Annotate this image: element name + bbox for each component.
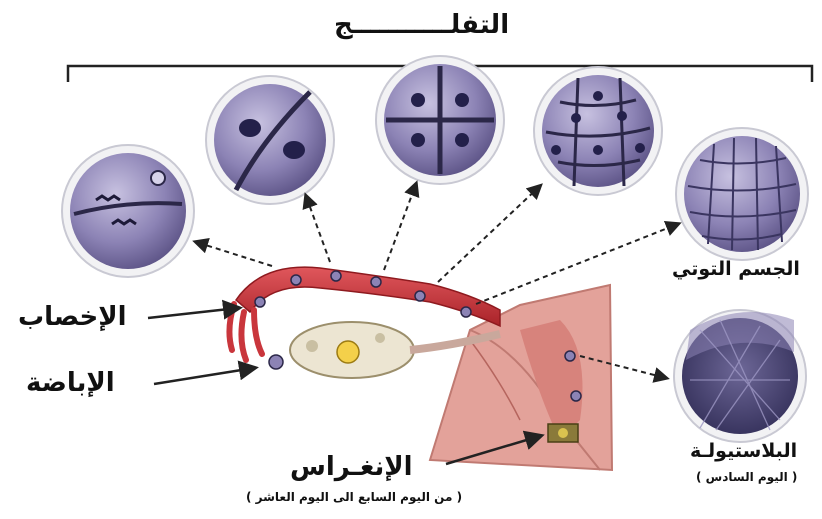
cell-2-cell-early	[62, 145, 194, 277]
cell-8-cell	[534, 67, 662, 195]
arrow-to-2cell	[306, 196, 330, 262]
label-implantation: الإنغـراس	[290, 452, 413, 482]
morula	[676, 128, 808, 260]
arrow-to-4cell	[384, 184, 416, 270]
label-fertilization: الإخصاب	[18, 302, 127, 332]
title-cleavage: التفلـــــــــــج	[334, 10, 509, 40]
cell-2-cell	[206, 76, 334, 204]
label-morula: الجسم التوتي	[672, 258, 800, 280]
label-blastocyst-note: ( اليوم السادس )	[696, 470, 797, 484]
cell-4-cell	[376, 56, 504, 184]
blastocyst	[674, 310, 806, 442]
arrow-to-8cell	[438, 186, 540, 282]
arrow-to-2cell-early	[196, 242, 272, 266]
pointer-ovulation	[154, 368, 254, 384]
pointer-fertilization	[148, 308, 238, 318]
label-blastocyst: البلاستيولـة	[690, 440, 797, 462]
label-ovulation: الإباضة	[26, 368, 115, 398]
label-implantation-note: ( من اليوم السابع الى اليوم العاشر )	[246, 490, 462, 504]
